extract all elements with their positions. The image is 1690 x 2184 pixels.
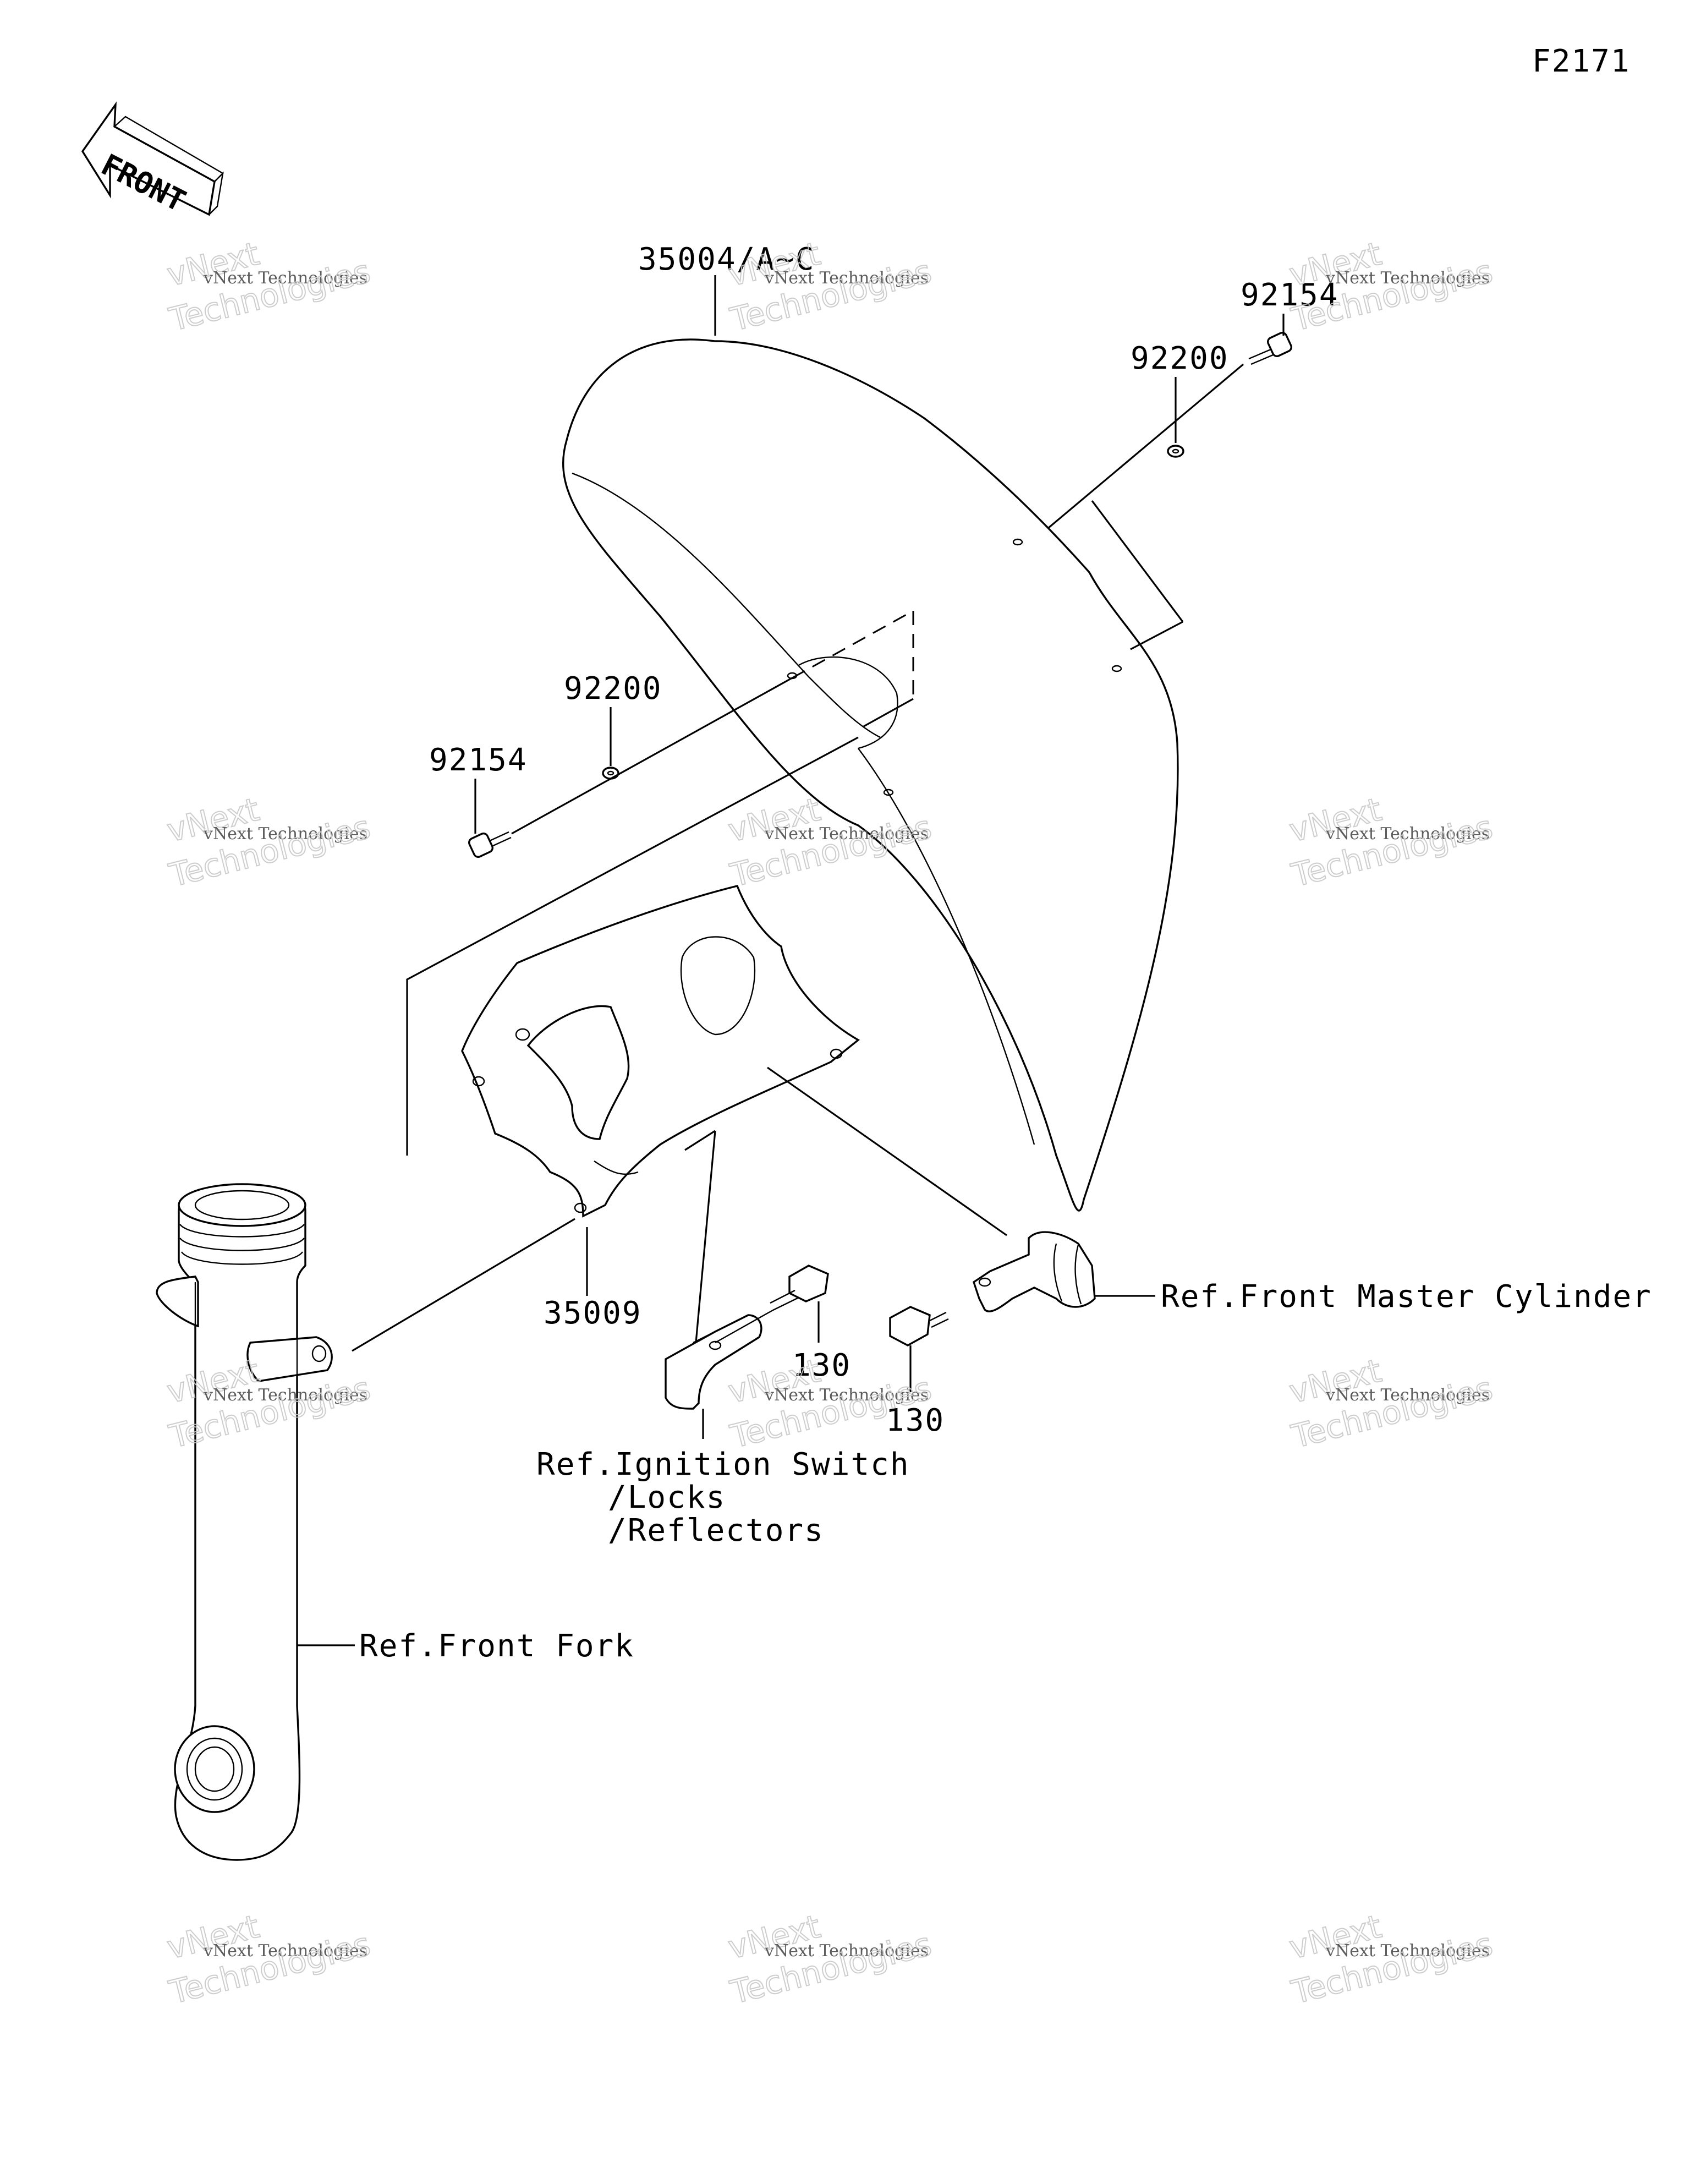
bolt-92154-right <box>1248 332 1292 365</box>
callout-bolt-left: 92154 <box>429 742 528 778</box>
inner-fender-35009 <box>461 884 860 1218</box>
svg-text:vNext Technologies: vNext Technologies <box>1325 1386 1490 1405</box>
svg-text:vNext Technologies: vNext Technologies <box>764 269 929 288</box>
callout-washer-right: 92200 <box>1131 341 1229 376</box>
svg-text:vNext Technologies: vNext Technologies <box>1325 824 1490 844</box>
svg-text:vNext Technologies: vNext Technologies <box>1325 269 1490 288</box>
callout-bolt-right: 92154 <box>1241 277 1339 313</box>
callout-washer-left: 92200 <box>564 671 662 707</box>
svg-text:vNext Technologies: vNext Technologies <box>764 824 929 844</box>
front-fender <box>562 338 1179 1212</box>
ref-master-cylinder: Ref.Front Master Cylinder <box>1161 1279 1652 1315</box>
svg-text:vNext Technologies: vNext Technologies <box>764 1941 929 1961</box>
svg-text:vNext Technologies: vNext Technologies <box>203 824 367 844</box>
front-fork <box>156 1183 333 1861</box>
bolt-130-b <box>889 1306 949 1346</box>
ref-ignition-1: Ref.Ignition Switch <box>536 1447 910 1482</box>
bolt-92154-left <box>468 831 512 858</box>
washer-92200-left <box>602 767 619 780</box>
callout-inner-fender: 35009 <box>544 1295 642 1331</box>
svg-text:vNext Technologies: vNext Technologies <box>203 269 367 288</box>
ref-front-fork: Ref.Front Fork <box>359 1628 634 1664</box>
ref-ignition-2: /Locks <box>608 1480 726 1515</box>
front-direction-arrow-icon: FRONT <box>81 101 224 218</box>
bolt-130-a <box>715 1265 829 1344</box>
callout-fender: 35004/A~C <box>638 242 815 277</box>
svg-text:vNext Technologies: vNext Technologies <box>1325 1941 1490 1961</box>
bracket-master-cylinder <box>972 1231 1096 1312</box>
svg-text:vNext Technologies: vNext Technologies <box>764 1386 929 1405</box>
washer-92200-right <box>1167 445 1184 458</box>
diagram-code: F2171 <box>1532 43 1631 79</box>
ref-ignition-3: /Reflectors <box>608 1513 824 1548</box>
svg-text:vNext Technologies: vNext Technologies <box>203 1386 367 1405</box>
svg-text:vNext Technologies: vNext Technologies <box>203 1941 367 1961</box>
callout-bolt-a: 130 <box>792 1348 851 1383</box>
callout-bolt-b: 130 <box>886 1403 945 1438</box>
